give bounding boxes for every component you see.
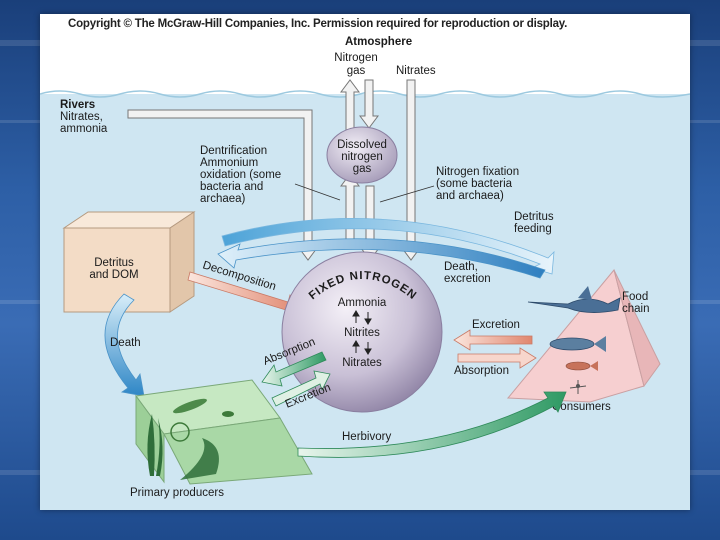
excretion-left-arrow xyxy=(271,370,331,407)
figure-frame: Copyright © The McGraw-Hill Companies, I… xyxy=(40,14,690,510)
death-excretion-label-2: excretion xyxy=(444,273,491,285)
detritus-box-label-1: Detritus xyxy=(94,257,134,269)
absorption-left-arrow xyxy=(261,351,327,387)
diatom-icon xyxy=(170,398,234,442)
denitrification-label-1: Dentrification xyxy=(200,145,267,157)
primary-producers-label: Primary producers xyxy=(130,487,224,499)
nitrogen-gas-label-1: Nitrogen xyxy=(334,52,377,64)
nitrates-label: Nitrates xyxy=(342,357,382,369)
dissolved-label-1: Dissolved xyxy=(337,139,387,151)
absorption-right-arrow xyxy=(457,347,537,369)
death-label: Death xyxy=(110,337,141,349)
water-surface xyxy=(40,90,690,98)
fixation-label-3: and archaea) xyxy=(436,190,504,202)
death-excretion-label-1: Death, xyxy=(444,261,478,273)
rivers-title: Rivers xyxy=(60,99,95,111)
denitrification-label-3: oxidation (some xyxy=(200,169,281,181)
denitrification-label-2: Ammonium xyxy=(200,157,258,169)
absorption-right-label: Absorption xyxy=(454,365,509,377)
denitrification-label-4: bacteria and xyxy=(200,181,263,193)
dissolved-label-2: nitrogen xyxy=(341,151,383,163)
swordfish-icon xyxy=(527,286,621,313)
dissolved-nitrogen-sphere xyxy=(326,126,398,184)
zooplankton-icon xyxy=(569,380,587,394)
detritus-feeding-label-2: feeding xyxy=(514,223,552,235)
herbivory-label: Herbivory xyxy=(342,431,391,443)
detritus-box xyxy=(62,211,196,313)
fish-icon xyxy=(549,336,606,352)
ammonia-label: Ammonia xyxy=(338,297,387,309)
fixation-leader xyxy=(379,185,435,203)
conversion-arrows xyxy=(352,310,372,355)
atmosphere-label: Atmosphere xyxy=(345,36,412,48)
denitrification-label-5: archaea) xyxy=(200,193,246,205)
detritus-box-label-2: and DOM xyxy=(89,269,138,281)
rivers-arrow xyxy=(127,109,318,261)
small-fish-icon xyxy=(565,361,598,371)
fixed-nitrogen-sphere xyxy=(281,251,443,413)
rivers-sub-2: ammonia xyxy=(60,123,108,135)
excretion-right-arrow xyxy=(453,329,533,351)
fixation-label-1: Nitrogen fixation xyxy=(436,166,519,178)
consumers-label: Consumers xyxy=(552,401,611,413)
nitrogen-gas-label-2: gas xyxy=(347,65,366,77)
nitrogen-cycle-diagram: Atmosphere Nitrogen gas Nitrates Rivers … xyxy=(40,36,690,510)
excretion-right-label: Excretion xyxy=(472,319,520,331)
copyright-notice: Copyright © The McGraw-Hill Companies, I… xyxy=(68,18,568,30)
nitrates-top-label: Nitrates xyxy=(396,65,436,77)
food-chain-label-1: Food xyxy=(622,291,648,303)
death-excretion-arrow xyxy=(217,238,546,279)
denitrification-leader xyxy=(294,183,341,201)
rivers-sub-1: Nitrates, xyxy=(60,111,103,123)
seaweed-icon xyxy=(147,414,219,480)
fixation-label-2: (some bacteria xyxy=(436,178,513,190)
nitrites-label: Nitrites xyxy=(344,327,380,339)
dissolved-label-3: gas xyxy=(353,163,372,175)
herbivory-arrow xyxy=(297,391,567,458)
detritus-feeding-label-1: Detritus xyxy=(514,211,554,223)
food-chain-label-2: chain xyxy=(622,303,650,315)
